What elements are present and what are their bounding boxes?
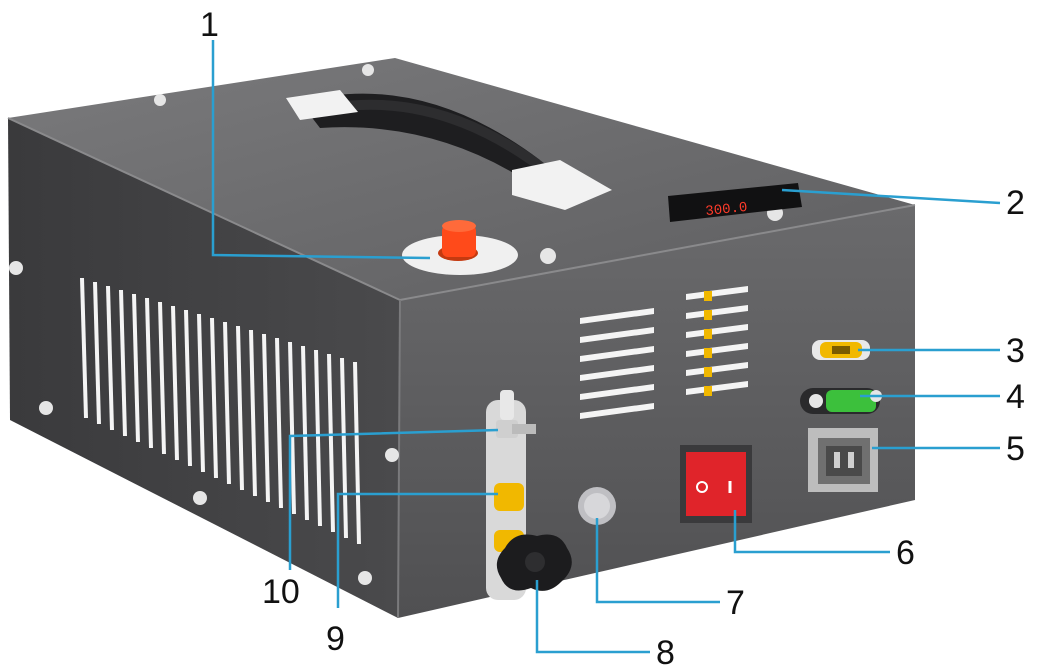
leader-line-2 <box>781 188 1001 205</box>
callout-5: 5 <box>1006 430 1025 468</box>
digital-display: 300.0 <box>668 183 802 222</box>
front-panel <box>398 205 915 618</box>
top-knob <box>402 220 518 275</box>
callout-numbers: 1 2 3 4 5 6 7 8 9 10 <box>200 6 1025 670</box>
leader-line-6 <box>733 510 890 554</box>
callout-6: 6 <box>896 534 915 572</box>
callout-9: 9 <box>326 620 345 658</box>
fuse-holder-green <box>800 388 882 414</box>
power-inlet <box>808 428 878 492</box>
outlet-fitting <box>496 390 536 438</box>
display-readout: 300.0 <box>705 200 748 220</box>
callout-3: 3 <box>1006 332 1025 370</box>
carry-handle <box>286 90 612 210</box>
compressor-body <box>7 58 916 619</box>
power-switch <box>680 445 752 523</box>
side-vents <box>80 277 361 545</box>
front-vents <box>580 286 748 419</box>
leader-line-7 <box>595 518 720 604</box>
fuse-holder-yellow <box>812 340 870 360</box>
callout-4: 4 <box>1006 378 1025 416</box>
callout-2: 2 <box>1006 184 1025 222</box>
callout-1: 1 <box>200 6 219 44</box>
side-panel <box>8 118 400 618</box>
drain-cap <box>578 487 616 525</box>
leader-line-10 <box>288 428 499 570</box>
callout-10: 10 <box>262 573 300 611</box>
leader-line-1 <box>211 40 431 260</box>
bleed-knob <box>496 534 572 591</box>
callout-8: 8 <box>656 634 675 670</box>
callout-7: 7 <box>726 584 745 622</box>
leader-line-8 <box>535 580 650 654</box>
top-panel <box>8 58 915 300</box>
side-screws <box>9 261 399 585</box>
leader-lines <box>211 40 1001 654</box>
leader-line-9 <box>336 492 498 608</box>
